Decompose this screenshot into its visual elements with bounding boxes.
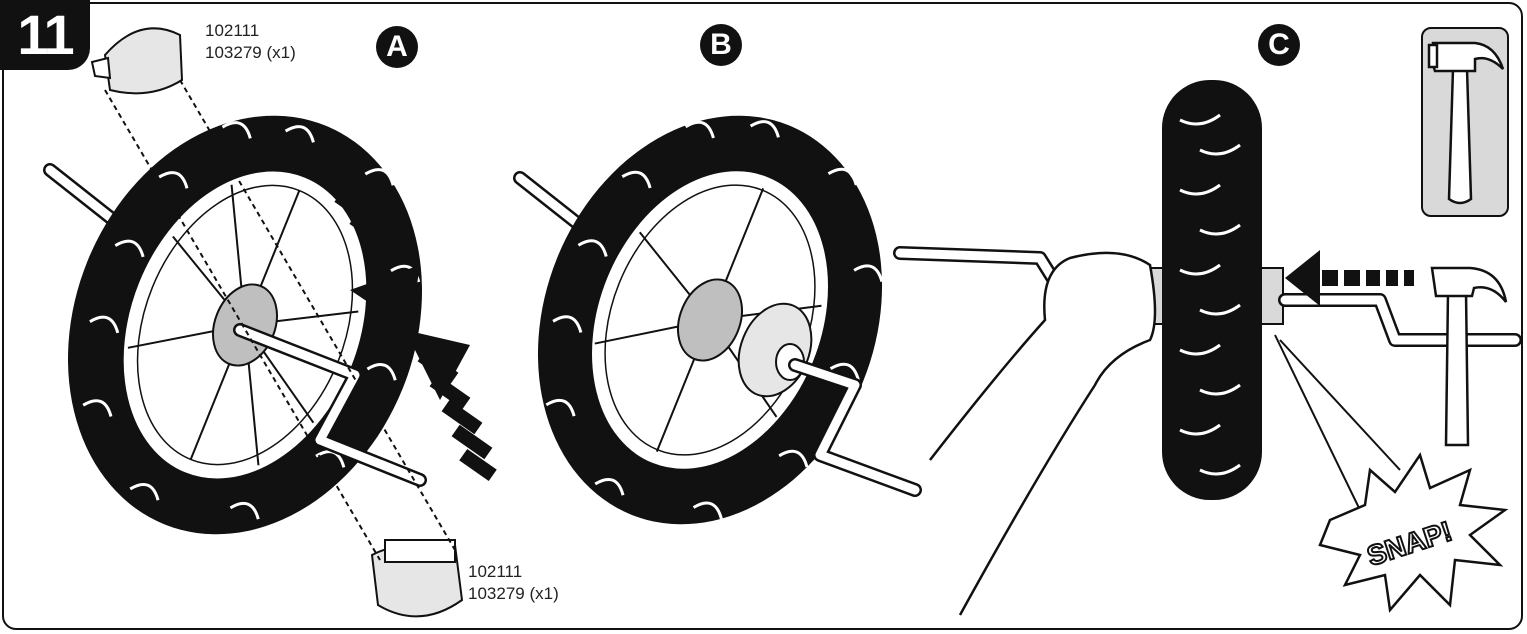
tool-required-box [1421, 27, 1509, 217]
substep-c-badge: C [1258, 24, 1300, 66]
wheel-b [513, 115, 922, 525]
wheel-a [43, 115, 427, 535]
hubcap-part-top [90, 27, 184, 95]
part-code: 102111 [468, 562, 523, 581]
step-number: 11 [0, 0, 90, 70]
hit-arrow-icon [1285, 250, 1414, 306]
substep-a-badge: A [376, 26, 418, 68]
snap-burst: SNAP! [1274, 334, 1509, 613]
hand-illustration [929, 251, 1157, 616]
push-arrow-icon [319, 168, 497, 482]
part-code-qty: 103279 (x1) [468, 584, 559, 603]
part-code-qty: 103279 (x1) [205, 43, 296, 62]
alignment-guides [104, 79, 456, 561]
part-label-top: 102111 103279 (x1) [205, 20, 296, 64]
hammer-icon [1427, 41, 1505, 205]
substep-b-badge: B [700, 24, 742, 66]
hammer-striking-icon [1430, 266, 1508, 447]
part-label-bottom: 102111 103279 (x1) [468, 561, 559, 605]
part-code: 102111 [205, 21, 260, 40]
hubcap-part-bottom [370, 539, 464, 618]
